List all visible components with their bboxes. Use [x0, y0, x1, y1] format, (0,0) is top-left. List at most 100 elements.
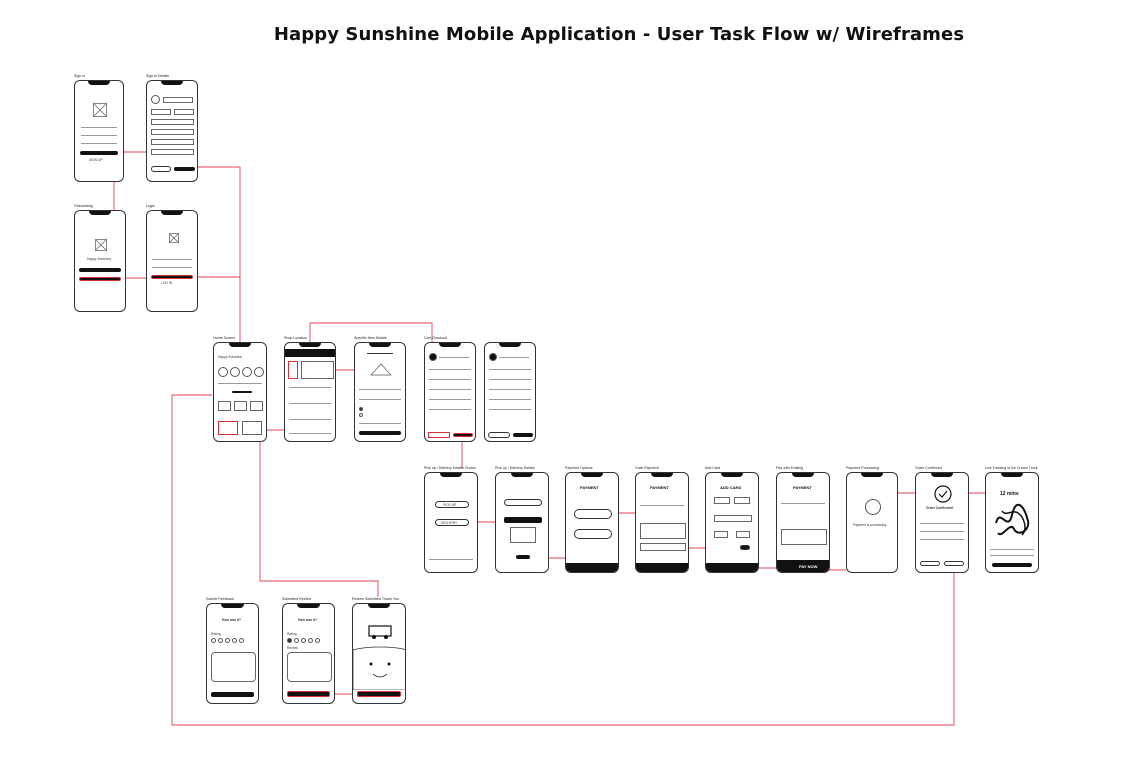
phone-add-card: ADD CARD [705, 472, 759, 573]
phone-specific-item [354, 342, 406, 442]
phone-pickup-choice: PICK UP DELIVERY [424, 472, 478, 573]
phone-login: LOG IN [146, 210, 198, 312]
phone-onboarding: Happy Sunshine [74, 210, 126, 312]
add-card-footer [706, 563, 758, 572]
screen-label-payment-options: Payment Options [565, 466, 593, 470]
smile-illustration-icon [353, 646, 405, 690]
submit-feedback-button[interactable] [211, 692, 254, 697]
track-order-button[interactable] [944, 561, 964, 566]
diagram-title: Happy Sunshine Mobile Application - User… [273, 24, 965, 45]
shop-header-bar [285, 349, 335, 357]
connector-confirmed-home [171, 394, 955, 726]
pickup-confirm-button[interactable] [516, 555, 530, 559]
phone-thank-you [352, 603, 406, 704]
phone-live-tracking: 12 mins [985, 472, 1039, 573]
checkout-button[interactable] [453, 433, 473, 437]
save-card-toggle[interactable] [740, 545, 750, 550]
phone-home: Happy Sunshine [213, 342, 267, 442]
delivery-option[interactable] [435, 519, 469, 526]
processing-text: Payment is processing... [853, 523, 889, 527]
cash-footer [636, 563, 688, 572]
phone-sign-in: SIGN UP [74, 80, 124, 182]
saved-card-box[interactable] [640, 523, 686, 539]
review-rating-label: Rating [287, 632, 297, 636]
image-placeholder-icon [169, 233, 179, 243]
screen-label-submitted-review: Submitted Review [282, 597, 311, 601]
loading-spinner-icon [865, 499, 881, 515]
submit-review-button[interactable] [287, 691, 330, 697]
sign-up-link[interactable]: SIGN UP [89, 158, 103, 162]
pay-existing-heading: PAYMENT [793, 485, 812, 490]
cash-heading: PAYMENT [650, 485, 669, 490]
existing-card-box[interactable] [781, 529, 827, 545]
truck-icon [368, 625, 392, 639]
back-button[interactable] [151, 166, 171, 172]
review-label: Review [287, 646, 298, 650]
log-in-button[interactable] [151, 275, 193, 279]
delivery-option-label: DELIVERY [441, 521, 458, 525]
checkout-button-2[interactable] [513, 433, 533, 437]
screen-label-login: Login [146, 204, 155, 208]
forgot-password-link[interactable]: LOG IN [161, 281, 173, 285]
add-to-cart-button[interactable] [359, 431, 401, 435]
phone-payment-options: PAYMENT [565, 472, 619, 573]
screen-label-order-confirmed: Order Confirmed [915, 466, 942, 470]
phone-cart-1 [424, 342, 476, 442]
add-card-heading: ADD CARD [720, 485, 742, 490]
pay-now-label: PAY NOW [799, 564, 818, 569]
payment-footer [566, 563, 618, 572]
screen-label-shop-location: Shop Location [284, 336, 307, 340]
cart-avatar-icon [429, 353, 437, 361]
eta-minutes: 12 mins [1000, 491, 1019, 497]
card-option[interactable] [574, 529, 612, 539]
avatar-icon [151, 95, 160, 104]
phone-submit-feedback: How was it? Rating [206, 603, 259, 704]
screen-label-cash: Cash Payment [635, 466, 659, 470]
add-card-row[interactable] [640, 543, 686, 551]
phone-pay-existing: PAYMENT PAY NOW [776, 472, 830, 573]
cart-continue-button[interactable] [428, 432, 450, 438]
pay-now-bar[interactable] [777, 560, 829, 572]
phone-processing: Payment is processing... [846, 472, 898, 573]
screen-label-live-tracking: Live Tracking of Ice Cream Truck [985, 466, 1038, 470]
image-placeholder-icon [93, 103, 107, 117]
connector-shop-loop [309, 322, 433, 342]
home-greeting: Happy Sunshine [218, 355, 243, 359]
back-home-button[interactable] [920, 561, 940, 566]
phone-cash: PAYMENT [635, 472, 689, 573]
review-textarea[interactable] [211, 652, 256, 682]
screen-label-submit-feedback: Submit Feedback [206, 597, 234, 601]
done-button[interactable] [357, 691, 401, 697]
phone-order-confirmed: Order Confirmed! [915, 472, 969, 573]
phone-pickup-details [495, 472, 549, 573]
onboarding-sign-up-button[interactable] [79, 268, 121, 272]
map-icon [995, 503, 1030, 536]
next-button[interactable] [174, 167, 195, 171]
screen-label-specific-item: Specific Item Details [354, 336, 387, 340]
contact-driver-button[interactable] [992, 563, 1032, 567]
screen-label-onboarding: Onboarding [74, 204, 93, 208]
brand-name: Happy Sunshine [87, 257, 112, 261]
screen-label-sign-in: Sign in [74, 74, 85, 78]
sign-up-button[interactable] [80, 151, 118, 155]
screen-label-processing: Payment Processing [846, 466, 879, 470]
cash-option[interactable] [574, 509, 612, 519]
screen-label-pickup-choice: Pick up / Delivery Details Choice [424, 466, 476, 470]
pickup-selected-bar[interactable] [504, 517, 542, 523]
pickup-option[interactable] [435, 501, 469, 508]
rating-label: Rating [211, 632, 221, 636]
review-heading: How was it? [298, 618, 318, 622]
onboarding-login-button[interactable] [79, 277, 121, 281]
payment-heading: PAYMENT [580, 485, 599, 490]
screen-label-thank-you: Review Submitted Thank You [352, 597, 399, 601]
screen-label-pay-existing: Pay with Existing [776, 466, 804, 470]
ice-cream-image-icon [370, 363, 392, 376]
review-textarea-filled[interactable] [287, 652, 332, 682]
screen-label-sign-in-details: Sign in Details [146, 74, 169, 78]
pickup-option-label: PICK UP [443, 503, 457, 507]
screen-label-pickup-details: Pick up / Delivery Details [495, 466, 535, 470]
home-shop-card[interactable] [218, 421, 238, 435]
shop-result-1[interactable] [288, 361, 298, 379]
screen-label-home: Home Screen [213, 336, 235, 340]
phone-sign-in-details [146, 80, 198, 182]
